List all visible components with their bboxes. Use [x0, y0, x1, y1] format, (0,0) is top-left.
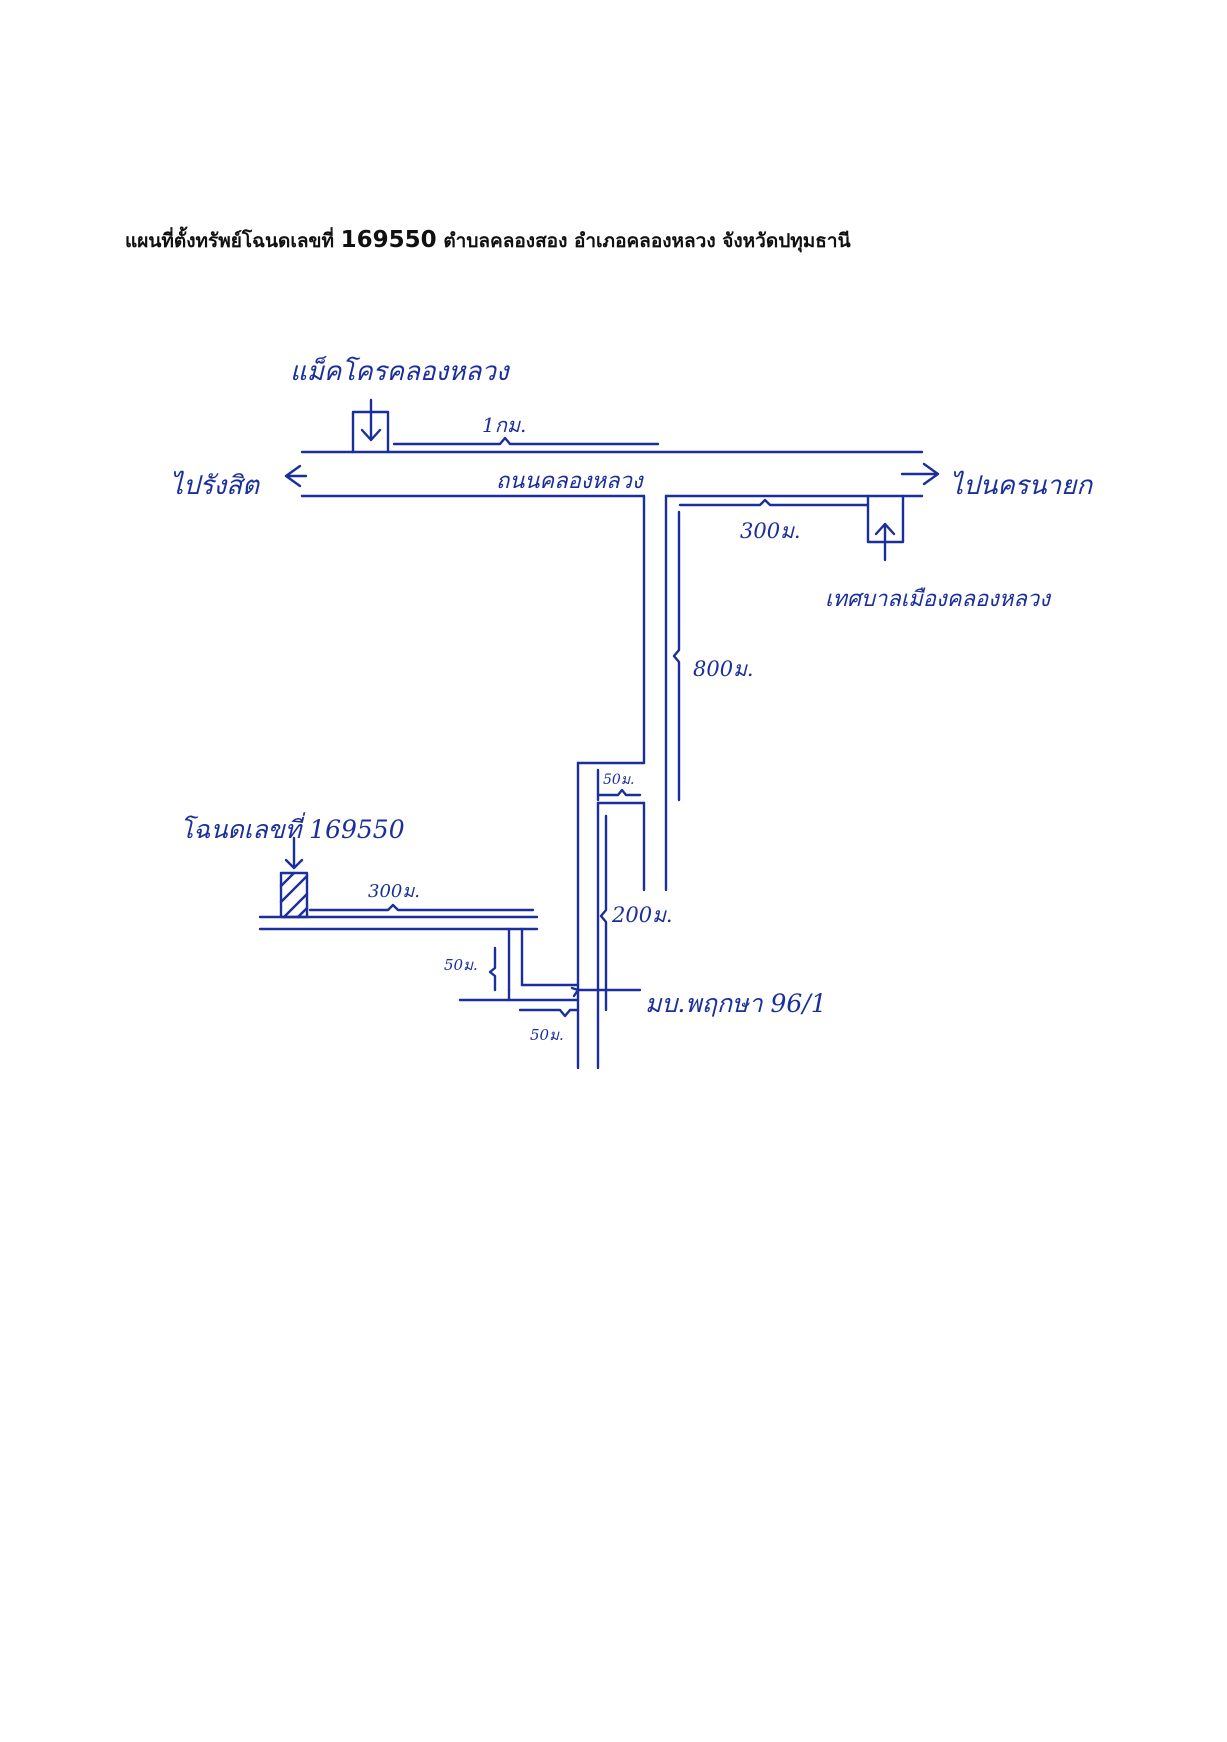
dim-800m [672, 510, 681, 802]
label-to-rangsit: ไปรังสิต [170, 470, 260, 501]
label-dist-300m-bottom: 300ม. [368, 881, 420, 902]
label-dist-50m-upper: 50ม. [603, 772, 635, 788]
label-road-name: ถนนคลองหลวง [496, 469, 645, 494]
dim-200m [599, 814, 608, 1012]
page-title: แผนที่ตั้งทรัพย์โฉนดเลขที่ 169550 ตำบลคล… [125, 226, 851, 256]
dim-50m-upper [596, 768, 642, 802]
dim-1km [392, 436, 660, 446]
label-dist-200m: 200ม. [611, 903, 673, 927]
arrow-up-icon [874, 522, 896, 562]
road-lines [258, 398, 940, 1070]
label-village: มบ.พฤกษา 96/1 [645, 989, 827, 1018]
deed-plot-hatch [279, 871, 309, 919]
dim-50m-left [488, 946, 497, 992]
arrow-right-icon [900, 462, 940, 486]
title-prefix: แผนที่ตั้งทรัพย์โฉนดเลขที่ [125, 230, 335, 252]
label-dist-800m: 800ม. [693, 657, 754, 681]
label-dist-1km: 1กม. [482, 413, 526, 437]
dim-300m-top [678, 498, 870, 507]
label-dist-50m-lower: 50ม. [530, 1026, 564, 1044]
dim-50m-lower [518, 1008, 580, 1018]
arrow-down-icon-deed [284, 836, 304, 870]
label-dist-300m-top: 300ม. [740, 519, 801, 543]
dim-300m-bottom [308, 903, 535, 912]
arrow-left-icon [284, 464, 308, 488]
label-makro: แม็คโครคลองหลวง [290, 355, 511, 387]
label-dist-50m-left: 50ม. [444, 956, 478, 974]
arrow-down-icon [360, 398, 382, 442]
deed-number: 169550 [340, 227, 437, 253]
title-suffix: ตำบลคลองสอง อำเภอคลองหลวง จังหวัดปทุมธาน… [443, 230, 851, 252]
label-to-nakhon-nayok: ไปนครนายก [950, 470, 1093, 501]
label-deed: โฉนดเลขที่ 169550 [180, 812, 405, 844]
pointer-village [570, 986, 642, 998]
label-municipality: เทศบาลเมืองคลองหลวง [825, 587, 1052, 612]
